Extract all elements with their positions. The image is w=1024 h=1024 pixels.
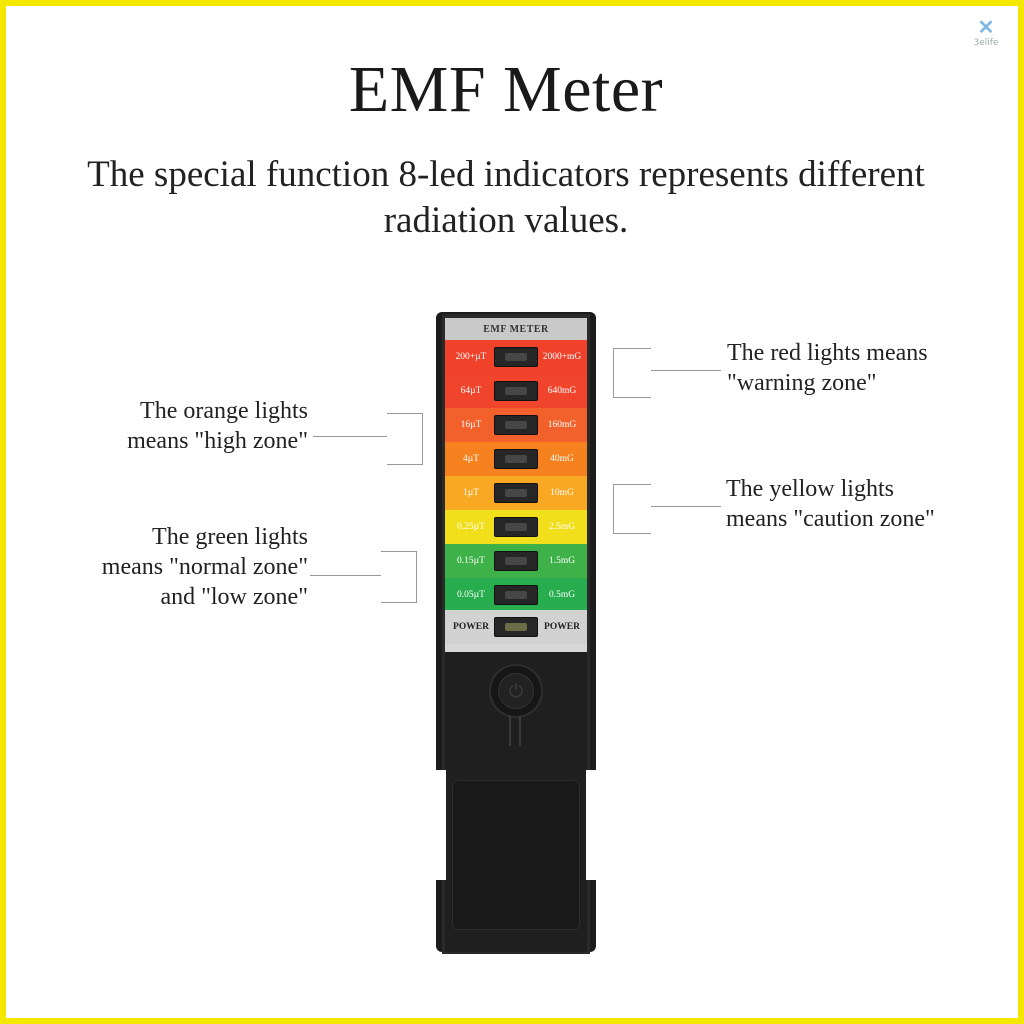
power-label-right: POWER: [544, 622, 580, 632]
led-indicator: [494, 551, 538, 571]
orange-callout-line1: The orange lights: [140, 398, 308, 424]
led-indicator: [494, 585, 538, 605]
led-indicator: [494, 449, 538, 469]
green-lights-callout: The green lights means "normal zone" and…: [40, 522, 308, 612]
green-callout-line1: The green lights: [152, 524, 308, 550]
orange-lights-callout: The orange lights means "high zone": [60, 396, 308, 456]
power-label-left: POWER: [453, 622, 489, 632]
led-row: 16µT 160mG: [445, 408, 587, 442]
led-label-ut: 0.15µT: [457, 556, 485, 566]
panel-title: EMF METER: [445, 318, 587, 340]
led-label-mg: 160mG: [547, 420, 577, 430]
red-callout-bracket: [613, 348, 651, 398]
led-label-ut: 0.05µT: [457, 590, 485, 600]
orange-callout-line2: means "high zone": [127, 428, 308, 454]
led-row: 64µT 640mG: [445, 374, 587, 408]
green-callout-line3: and "low zone": [160, 584, 308, 610]
brand-logo-text: 3elife: [973, 38, 999, 48]
page-title: EMF Meter: [348, 53, 664, 126]
power-icon[interactable]: ⏻: [498, 673, 534, 709]
led-row: 0.05µT 0.5mG: [445, 578, 587, 612]
led-label-mg: 1.5mG: [548, 556, 576, 566]
page-subtitle: The special function 8-led indicators re…: [87, 154, 925, 241]
led-label-mg: 10mG: [550, 488, 574, 498]
led-indicator: [494, 381, 538, 401]
power-led: [494, 617, 538, 637]
red-lights-callout: The red lights means "warning zone": [727, 338, 928, 398]
yellow-callout-line: [651, 506, 721, 507]
green-callout-line: [310, 575, 381, 576]
green-callout-line2: means "normal zone": [101, 554, 308, 580]
led-row: 1µT 10mG: [445, 476, 587, 510]
brand-logo: ✕ 3elife: [966, 18, 1006, 58]
red-callout-line2: "warning zone": [727, 370, 877, 396]
led-indicator: [494, 415, 538, 435]
led-label-ut: 1µT: [462, 488, 480, 498]
led-indicator: [494, 517, 538, 537]
grip-notch-right: [586, 770, 596, 880]
yellow-callout-line1: The yellow lights: [726, 476, 894, 502]
led-label-ut: 200+µT: [455, 352, 487, 362]
grip-notch-left: [436, 770, 446, 880]
led-label-mg: 2.5mG: [548, 522, 576, 532]
led-row: 0.15µT 1.5mG: [445, 544, 587, 578]
orange-callout-bracket: [387, 413, 423, 465]
led-label-ut: 64µT: [460, 386, 482, 396]
green-callout-bracket: [381, 551, 417, 603]
led-indicator: [494, 347, 538, 367]
red-callout-line: [651, 370, 721, 371]
power-row: POWER POWER: [445, 610, 587, 644]
orange-callout-line: [313, 436, 387, 437]
led-row: 4µT 40mG: [445, 442, 587, 476]
led-label-ut: 4µT: [462, 454, 480, 464]
red-callout-line1: The red lights means: [727, 340, 928, 366]
led-label-mg: 2000+mG: [542, 352, 582, 362]
yellow-callout-line2: means "caution zone": [726, 506, 935, 532]
yellow-lights-callout: The yellow lights means "caution zone": [726, 474, 935, 534]
led-row: 200+µT 2000+mG: [445, 340, 587, 374]
led-row: 0.25µT 2.5mG: [445, 510, 587, 544]
led-label-ut: 16µT: [460, 420, 482, 430]
device-grip: [452, 780, 580, 930]
led-label-mg: 0.5mG: [548, 590, 576, 600]
led-label-mg: 640mG: [547, 386, 577, 396]
brand-logo-icon: ✕: [977, 17, 995, 39]
yellow-callout-bracket: [613, 484, 651, 534]
led-indicator: [494, 483, 538, 503]
led-label-mg: 40mG: [550, 454, 574, 464]
led-label-ut: 0.25µT: [457, 522, 485, 532]
power-button-stem: [509, 716, 521, 746]
